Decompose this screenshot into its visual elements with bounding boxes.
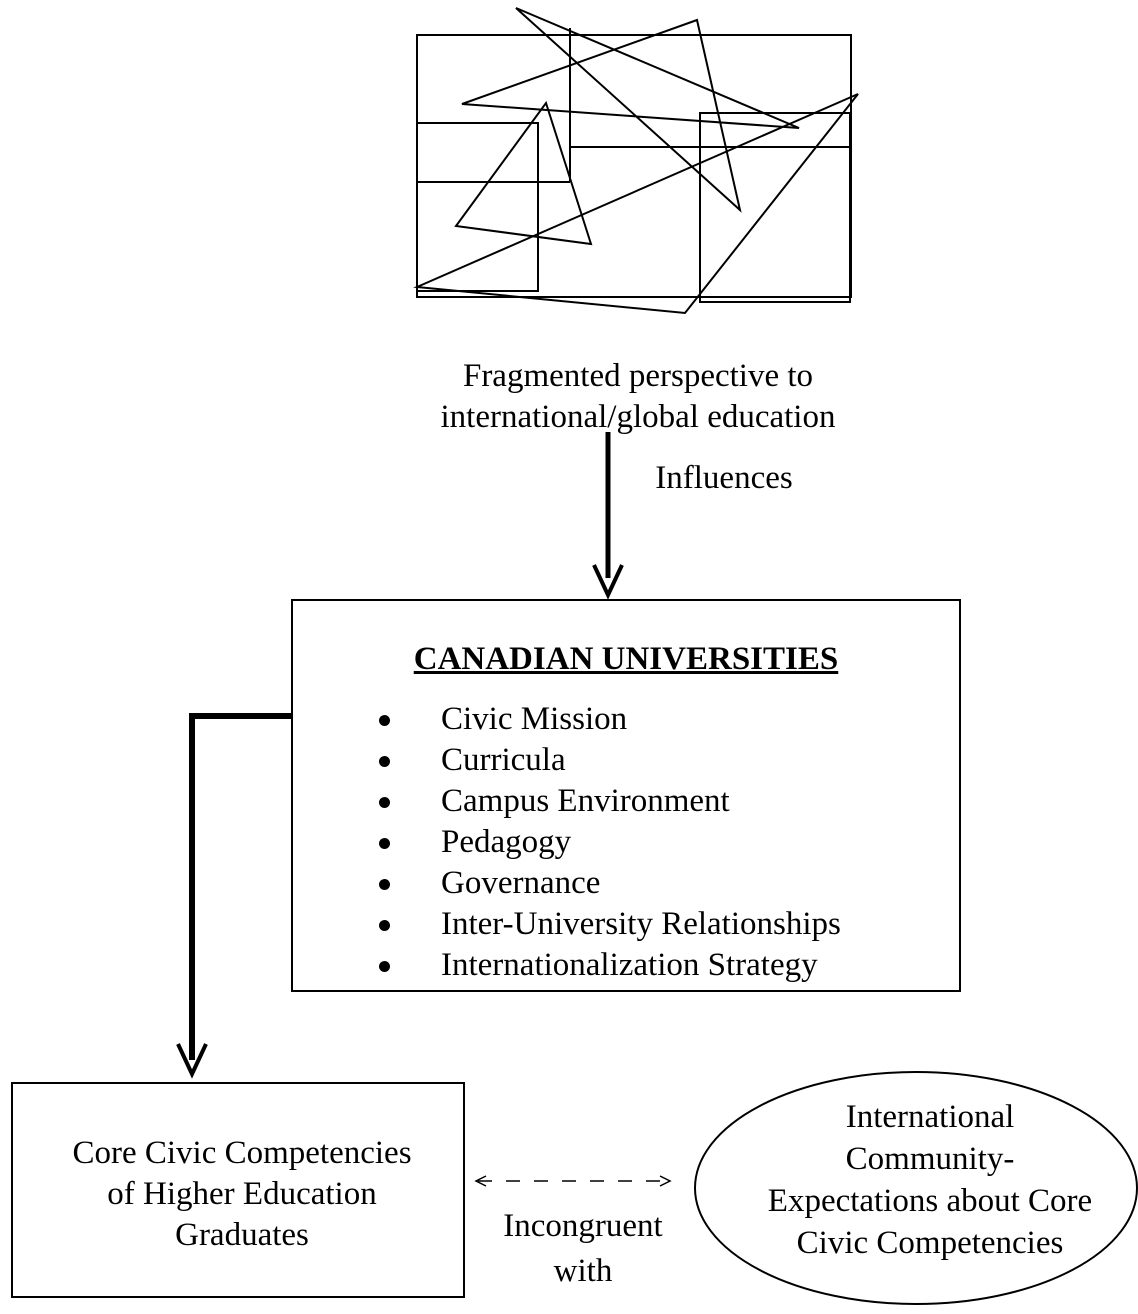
universities-item-label: Governance <box>441 865 601 901</box>
fragmented-caption-line1: Fragmented perspective to <box>462 358 814 394</box>
fragment-polygon-long <box>413 93 859 315</box>
fragmented-caption-line2: international/global education <box>440 399 836 435</box>
fragment-rect-left <box>416 122 539 292</box>
influences-arrow <box>592 432 624 600</box>
bullet-icon <box>379 879 390 890</box>
universities-list-item: Pedagogy <box>371 822 841 863</box>
core-competencies-box: Core Civic Competencies of Higher Educat… <box>11 1082 465 1298</box>
international-line2: Community- <box>845 1141 1015 1177</box>
fragment-polygon-crossed <box>461 7 800 213</box>
universities-list-item: Campus Environment <box>371 781 841 822</box>
universities-list-item: Internationalization Strategy <box>371 945 841 986</box>
bullet-icon <box>379 715 390 726</box>
universities-item-label: Internationalization Strategy <box>441 947 818 983</box>
universities-item-label: Curricula <box>441 742 566 778</box>
influences-label: Influences <box>655 460 793 496</box>
incongruent-label-line1: Incongruent <box>503 1208 663 1244</box>
canadian-universities-box: CANADIAN UNIVERSITIES Civic Mission Curr… <box>291 599 961 992</box>
bullet-icon <box>379 920 390 931</box>
incongruent-label: Incongruent with <box>478 1204 688 1294</box>
fragmented-caption: Fragmented perspective to international/… <box>388 356 888 438</box>
international-line4: Civic Competencies <box>796 1225 1064 1261</box>
core-competencies-line3: Graduates <box>175 1217 309 1253</box>
universities-list-item: Civic Mission <box>371 699 841 740</box>
universities-item-label: Civic Mission <box>441 701 628 737</box>
universities-item-label: Campus Environment <box>441 783 730 819</box>
universities-list-item: Governance <box>371 863 841 904</box>
universities-list: Civic Mission Curricula Campus Environme… <box>371 699 841 986</box>
core-competencies-line1: Core Civic Competencies <box>72 1135 412 1171</box>
incongruent-dashed-arrow <box>474 1175 672 1187</box>
universities-title: CANADIAN UNIVERSITIES <box>413 641 839 677</box>
fragment-rect-right <box>699 112 851 303</box>
elbow-connector-arrow <box>176 713 293 1079</box>
universities-list-item: Inter-University Relationships <box>371 904 841 945</box>
international-line1: International <box>845 1099 1015 1135</box>
fragmented-shapes-illustration <box>413 7 859 315</box>
bullet-icon <box>379 756 390 767</box>
incongruent-label-line2: with <box>553 1253 613 1289</box>
bullet-icon <box>379 838 390 849</box>
universities-item-label: Pedagogy <box>441 824 572 860</box>
universities-item-label: Inter-University Relationships <box>441 906 841 942</box>
international-community-ellipse <box>694 1071 1138 1305</box>
bullet-icon <box>379 797 390 808</box>
core-competencies-line2: of Higher Education <box>107 1176 377 1212</box>
bullet-icon <box>379 961 390 972</box>
universities-list-item: Curricula <box>371 740 841 781</box>
fragment-triangle-small <box>454 100 593 246</box>
core-competencies-text: Core Civic Competencies of Higher Educat… <box>13 1133 471 1256</box>
international-line3: Expectations about Core <box>767 1183 1093 1219</box>
international-community-text: International Community- Expectations ab… <box>700 1096 1138 1264</box>
